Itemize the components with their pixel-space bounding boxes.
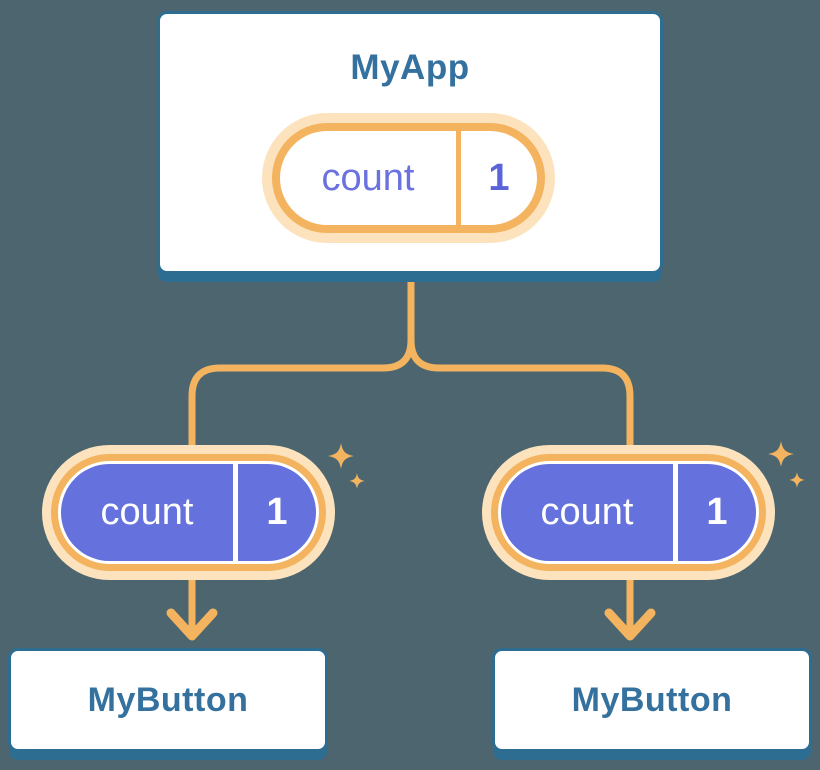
prop-label: count <box>540 491 634 533</box>
state-value: 1 <box>488 156 510 199</box>
component-title: MyButton <box>87 680 249 719</box>
prop-pill-left-child: count 1 <box>42 445 335 580</box>
prop-pill-right-child: count 1 <box>482 445 775 580</box>
component-node-mybutton-right: MyButton <box>492 648 812 752</box>
pill-divider <box>233 464 238 561</box>
state-label: count <box>321 156 415 199</box>
component-title: MyApp <box>350 48 470 87</box>
branch-lines <box>188 280 634 633</box>
branch-line-left <box>188 280 415 455</box>
pill-divider <box>456 131 461 225</box>
prop-value: 1 <box>266 491 288 533</box>
component-node-mybutton-left: MyButton <box>8 648 328 752</box>
prop-pill-ring: count 1 <box>51 454 326 571</box>
sparkle-icon <box>768 441 794 467</box>
prop-pill-body: count 1 <box>501 464 756 561</box>
prop-pill-ring: count 1 <box>491 454 766 571</box>
prop-value: 1 <box>706 491 728 533</box>
pill-divider <box>673 464 678 561</box>
component-title: MyButton <box>571 680 733 719</box>
sparkle-icon <box>349 473 365 489</box>
prop-label: count <box>100 491 194 533</box>
arrowhead-down-icon <box>604 608 656 641</box>
state-pill-ring: count 1 <box>272 123 545 233</box>
branch-line-right <box>407 339 634 455</box>
arrowhead-down-icon <box>166 608 218 641</box>
sparkle-icon <box>789 472 805 488</box>
state-pill-root: count 1 <box>262 113 555 243</box>
prop-pill-body: count 1 <box>61 464 316 561</box>
sparkle-icon <box>328 443 354 469</box>
